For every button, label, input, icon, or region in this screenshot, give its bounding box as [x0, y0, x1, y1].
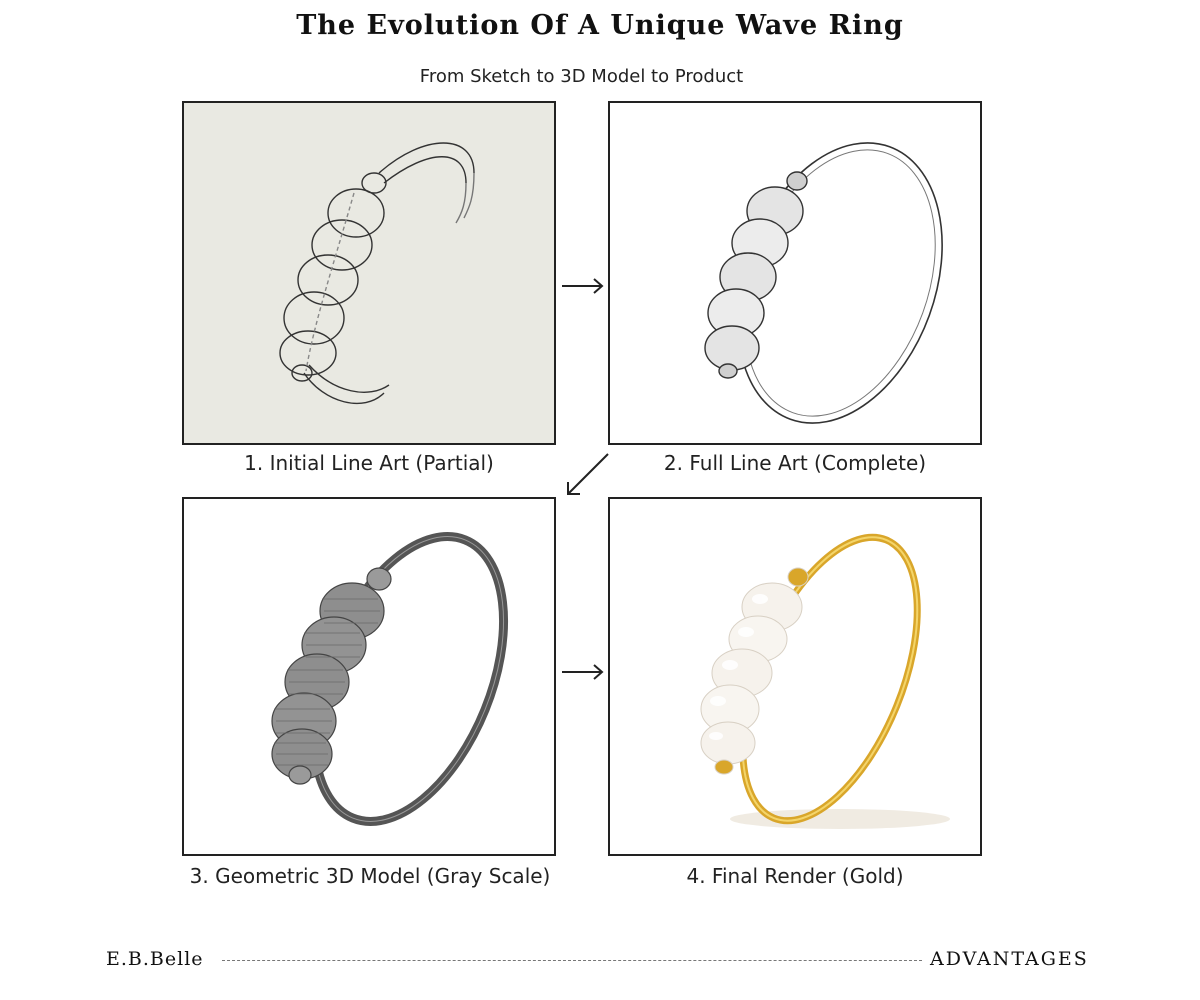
footer-label: ADVANTAGES [930, 948, 1089, 970]
step-1-caption: 1. Initial Line Art (Partial) [244, 451, 494, 475]
step-2-caption: 2. Full Line Art (Complete) [663, 451, 927, 475]
arrow-right-icon [562, 664, 604, 680]
step-1-sketch-partial-image [182, 101, 556, 445]
step-4-caption: 4. Final Render (Gold) [686, 864, 904, 888]
footer-divider [222, 960, 922, 961]
ring-3d-model-icon [184, 499, 554, 854]
arrow-down-left-icon [567, 453, 609, 495]
brand-logo-text: E.B.Belle [106, 948, 204, 970]
step-3-3d-model-image [182, 497, 556, 856]
step-3-caption: 3. Geometric 3D Model (Gray Scale) [189, 864, 551, 888]
page-subtitle: From Sketch to 3D Model to Product [419, 66, 744, 87]
step-4-final-render-image [608, 497, 982, 856]
ring-gold-render-icon [610, 499, 980, 854]
ring-sketch-complete-icon [610, 103, 980, 443]
ring-sketch-partial-icon [184, 103, 554, 443]
step-2-sketch-complete-image [608, 101, 982, 445]
arrow-right-icon [562, 278, 604, 294]
page-title: The Evolution Of A Unique Wave Ring [296, 10, 904, 41]
